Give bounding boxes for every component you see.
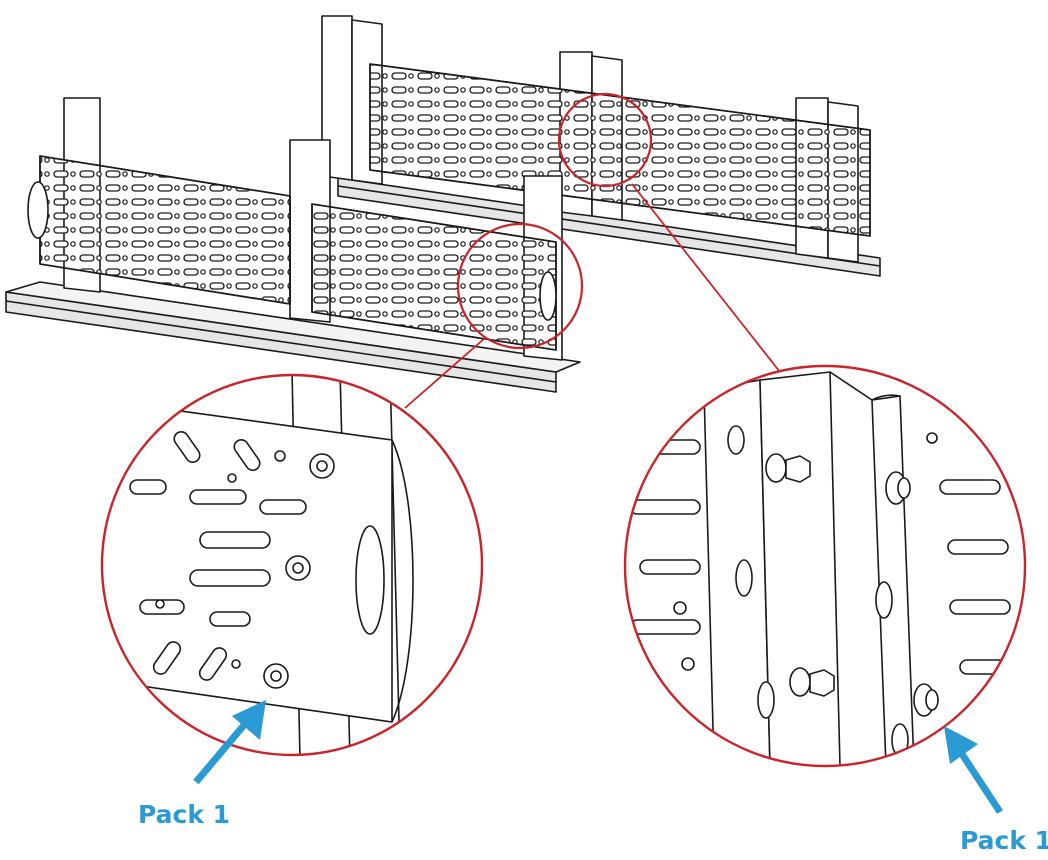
callout-label-left: Pack 1 (138, 800, 231, 829)
back-frame-assembly (321, 15, 881, 277)
leader-line-right (631, 183, 781, 373)
back-base-rail (337, 177, 881, 277)
callout-label-right: Pack 1 (960, 826, 1048, 855)
front-frame-assembly (5, 97, 581, 393)
zoom-circle-left (100, 373, 484, 757)
zoom-detail-right (623, 364, 1027, 768)
leader-line-left (404, 337, 486, 409)
highlight-circle-left (456, 222, 584, 350)
zoom-detail-left (100, 373, 484, 757)
highlight-circle-right (557, 92, 653, 188)
back-plate-outline (369, 63, 871, 237)
zoom-circle-right (623, 364, 1027, 768)
arrow-icon (193, 700, 266, 785)
arrow-icon (944, 726, 1003, 814)
